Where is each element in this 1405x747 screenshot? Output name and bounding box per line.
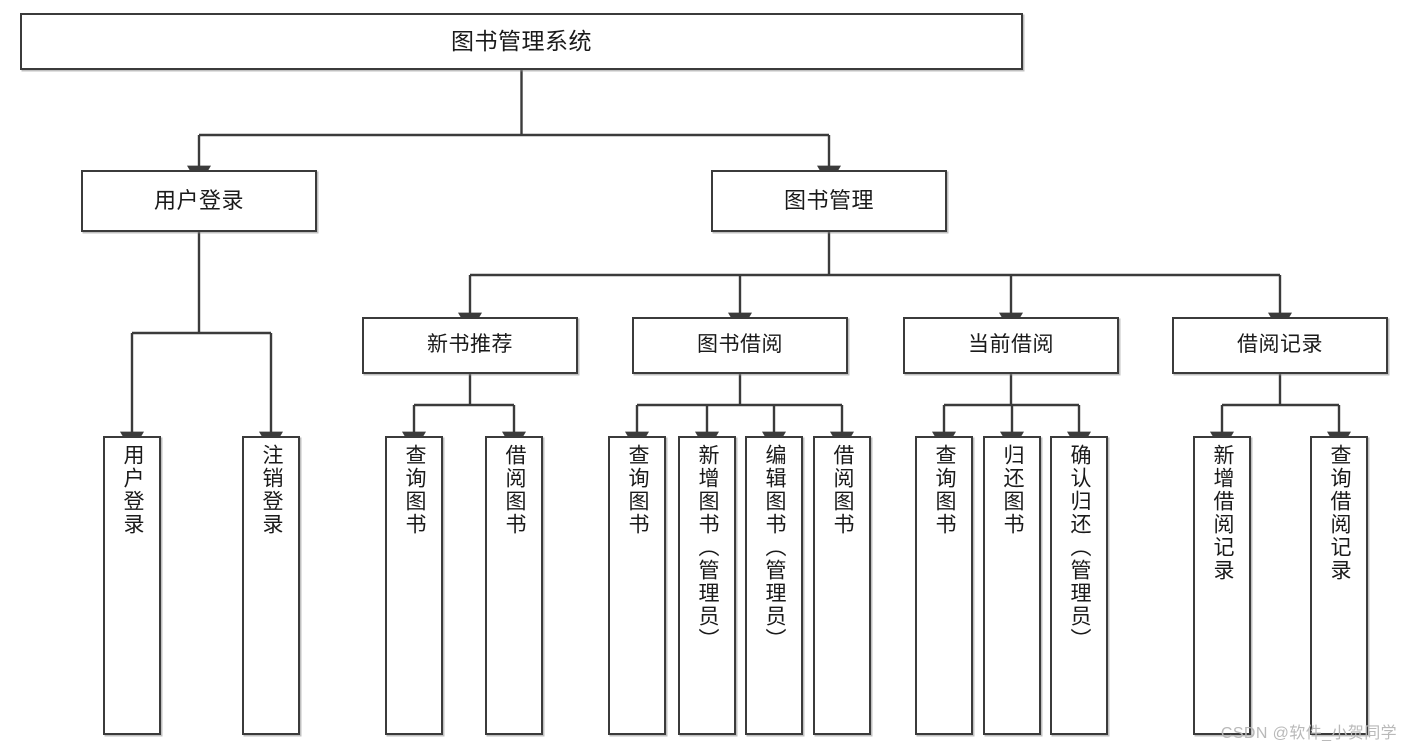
node-root[interactable]: 图书管理系统 bbox=[20, 13, 1023, 70]
node-newbook[interactable]: 新书推荐 bbox=[362, 317, 578, 374]
node-label: 确认归还（管理员） bbox=[1068, 444, 1092, 651]
node-label: 借阅图书 bbox=[831, 444, 855, 536]
node-l_cu_return[interactable]: 归还图书 bbox=[983, 436, 1041, 735]
node-label: 图书管理系统 bbox=[451, 27, 592, 54]
node-label: 借阅记录 bbox=[1237, 333, 1323, 357]
node-borrow[interactable]: 图书借阅 bbox=[632, 317, 848, 374]
node-l_cu_query[interactable]: 查询图书 bbox=[915, 436, 973, 735]
node-label: 用户登录 bbox=[153, 188, 244, 214]
node-label: 新增借阅记录 bbox=[1211, 444, 1235, 582]
node-label: 借阅图书 bbox=[503, 444, 527, 536]
node-l_nb_query[interactable]: 查询图书 bbox=[385, 436, 443, 735]
node-bookmgmt[interactable]: 图书管理 bbox=[711, 170, 947, 232]
node-l_login[interactable]: 用户登录 bbox=[103, 436, 161, 735]
node-label: 查询图书 bbox=[626, 444, 650, 536]
node-l_cu_conf[interactable]: 确认归还（管理员） bbox=[1050, 436, 1108, 735]
node-l_re_query[interactable]: 查询借阅记录 bbox=[1310, 436, 1368, 735]
node-current[interactable]: 当前借阅 bbox=[903, 317, 1119, 374]
node-label: 新增图书（管理员） bbox=[696, 444, 720, 651]
node-userlogin[interactable]: 用户登录 bbox=[81, 170, 317, 232]
node-l_bo_query[interactable]: 查询图书 bbox=[608, 436, 666, 735]
node-label: 注销登录 bbox=[260, 444, 284, 536]
node-l_bo_edit[interactable]: 编辑图书（管理员） bbox=[745, 436, 803, 735]
node-l_logout[interactable]: 注销登录 bbox=[242, 436, 300, 735]
node-label: 图书管理 bbox=[783, 188, 874, 214]
node-label: 查询图书 bbox=[403, 444, 427, 536]
node-l_re_add[interactable]: 新增借阅记录 bbox=[1193, 436, 1251, 735]
node-label: 查询借阅记录 bbox=[1328, 444, 1352, 582]
node-label: 编辑图书（管理员） bbox=[763, 444, 787, 651]
node-label: 用户登录 bbox=[121, 444, 145, 536]
node-records[interactable]: 借阅记录 bbox=[1172, 317, 1388, 374]
node-l_bo_add[interactable]: 新增图书（管理员） bbox=[678, 436, 736, 735]
node-label: 查询图书 bbox=[933, 444, 957, 536]
node-l_nb_borrow[interactable]: 借阅图书 bbox=[485, 436, 543, 735]
watermark: CSDN @软件_小贺同学 bbox=[1220, 725, 1397, 742]
node-label: 归还图书 bbox=[1001, 444, 1025, 536]
node-label: 新书推荐 bbox=[427, 333, 513, 357]
node-label: 当前借阅 bbox=[968, 333, 1054, 357]
node-l_bo_lend[interactable]: 借阅图书 bbox=[813, 436, 871, 735]
node-label: 图书借阅 bbox=[697, 333, 783, 357]
